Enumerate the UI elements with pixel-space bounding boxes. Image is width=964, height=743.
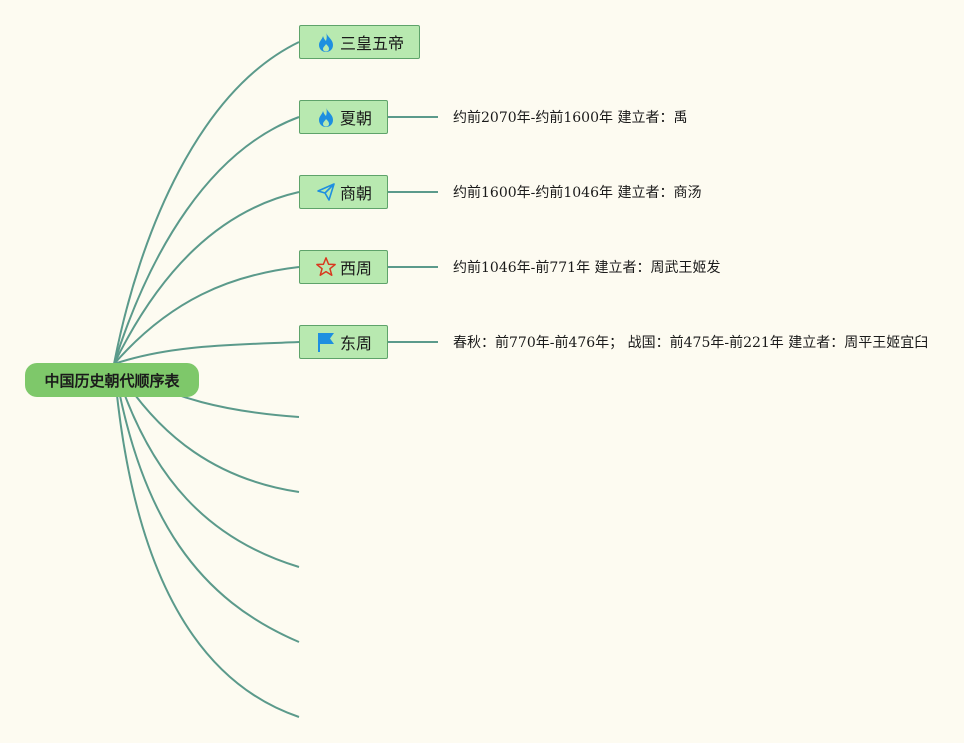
node-shang[interactable]: 商朝: [299, 175, 388, 209]
branch-link: [113, 363, 300, 643]
note-xia: 约前2070年-约前1600年 建立者：禹: [453, 110, 688, 126]
note-shang: 约前1600年-约前1046年 建立者：商汤: [453, 185, 702, 201]
note-xizhou: 约前1046年-前771年 建立者：周武王姬发: [453, 260, 721, 276]
fire-icon: [315, 106, 337, 128]
star-icon: [315, 256, 337, 278]
fire-icon: [315, 31, 337, 53]
node-label: 东周: [339, 334, 372, 353]
note-dongzhou: 春秋：前770年-前476年； 战国：前475年-前221年 建立者：周平王姬宜…: [453, 335, 929, 351]
root-node[interactable]: 中国历史朝代顺序表: [25, 363, 199, 397]
node-label: 商朝: [339, 184, 372, 203]
node-label: 夏朝: [339, 109, 372, 128]
node-dongzhou[interactable]: 东周: [299, 325, 388, 359]
node-sanhuang-wudi[interactable]: 三皇五帝: [299, 25, 420, 59]
branch-link: [113, 266, 300, 365]
branch-link: [113, 341, 300, 365]
node-xia[interactable]: 夏朝: [299, 100, 388, 134]
branch-link: [113, 363, 300, 718]
root-title: 中国历史朝代顺序表: [44, 371, 180, 390]
branch-link: [113, 191, 300, 365]
node-label: 三皇五帝: [339, 34, 404, 53]
node-xizhou[interactable]: 西周: [299, 250, 388, 284]
branch-link: [113, 116, 300, 365]
branch-link: [113, 363, 300, 568]
flag-icon: [315, 331, 337, 353]
branch-link: [113, 41, 300, 365]
node-label: 西周: [339, 259, 372, 278]
paper-plane-icon: [315, 181, 337, 203]
